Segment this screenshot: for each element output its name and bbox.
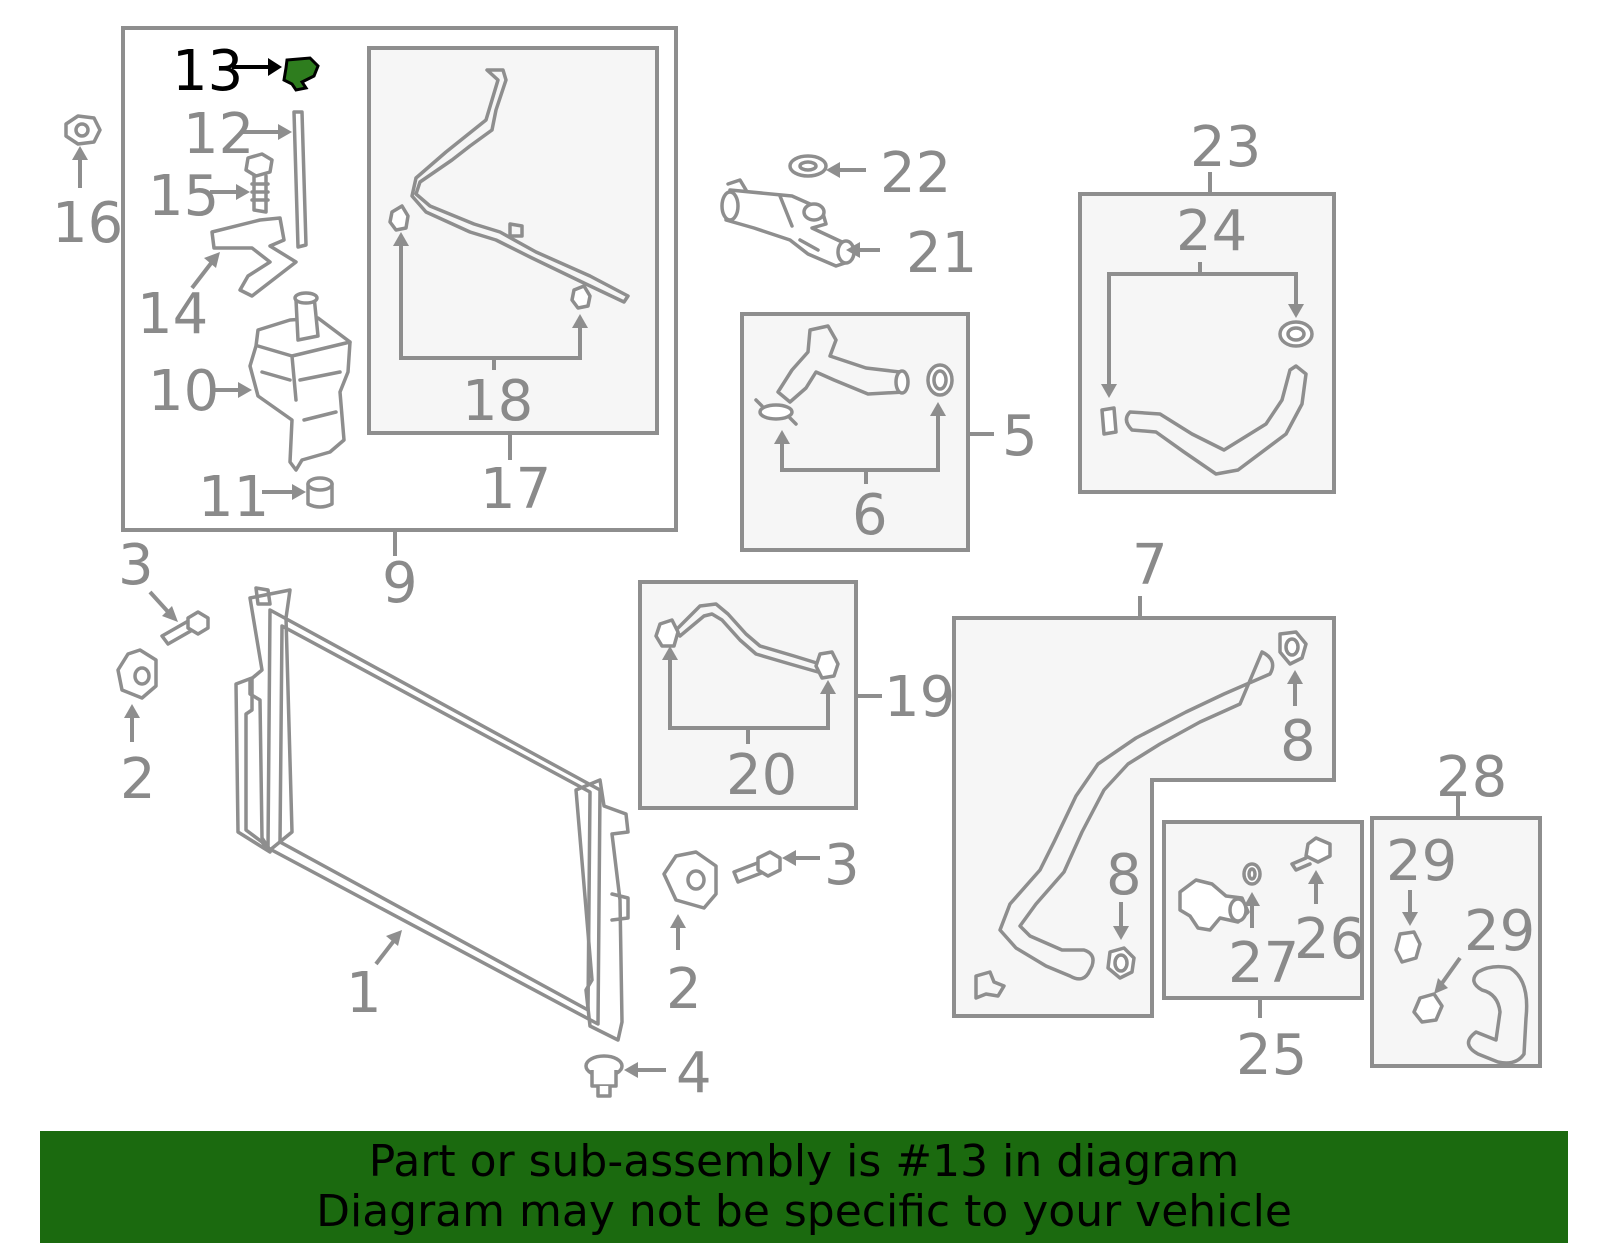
clamp-part-8a	[1278, 630, 1308, 666]
clip-part-18a	[388, 204, 410, 232]
callout-18: 18	[462, 369, 533, 434]
bolt-part-15	[244, 152, 274, 214]
hose-part-28	[1466, 964, 1529, 1065]
callout-19: 19	[884, 665, 955, 730]
clamp-part-29a	[1394, 930, 1422, 964]
clip-part-18b	[570, 284, 592, 310]
hose-part-23	[1124, 364, 1308, 476]
clamp-part-6b	[926, 363, 954, 397]
thermostat-housing-part-25	[1178, 878, 1250, 932]
info-banner: Part or sub-assembly is #13 in diagram D…	[40, 1131, 1568, 1243]
gasket-part-22	[788, 154, 828, 178]
callout-13: 13	[172, 39, 243, 104]
clip-part-20a	[654, 618, 680, 648]
banner-line-2: Diagram may not be specific to your vehi…	[316, 1186, 1292, 1237]
hose-part-17	[410, 68, 630, 304]
callout-4: 4	[676, 1041, 712, 1106]
callout-5: 5	[1002, 404, 1038, 469]
nut-part-16	[64, 114, 102, 146]
callout-27: 27	[1228, 931, 1299, 996]
callout-17: 17	[480, 457, 551, 522]
group-19-box[interactable]	[638, 580, 858, 810]
hose-part-5	[776, 324, 906, 404]
callout-7: 7	[1132, 533, 1168, 598]
callout-16: 16	[52, 191, 123, 256]
callout-26: 26	[1294, 907, 1365, 972]
callout-29a: 29	[1386, 829, 1457, 894]
rod-part-12	[292, 110, 308, 249]
banner-line-1: Part or sub-assembly is #13 in diagram	[368, 1136, 1240, 1187]
callout-2a: 2	[120, 747, 156, 812]
callout-23: 23	[1190, 115, 1261, 180]
reservoir-part-10	[248, 291, 352, 472]
grommet-part-4	[584, 1054, 624, 1098]
reservoir-cap-part-13[interactable]	[232, 56, 320, 92]
clamp-part-6a	[754, 398, 798, 426]
callout-1: 1	[346, 961, 382, 1026]
callout-14: 14	[137, 282, 208, 347]
bolt-part-3b	[732, 850, 782, 884]
callout-3b: 3	[824, 833, 860, 898]
clamp-part-29b	[1412, 992, 1444, 1024]
clip-part-7	[974, 970, 1006, 1000]
bracket-part-2a	[116, 648, 158, 700]
gasket-part-27	[1242, 862, 1262, 886]
plug-part-11	[306, 476, 334, 509]
callout-15: 15	[148, 164, 219, 229]
bolt-part-26	[1290, 836, 1332, 872]
group-5-box[interactable]	[740, 312, 970, 552]
clamp-part-24b	[1278, 320, 1314, 348]
callout-28: 28	[1436, 745, 1507, 810]
clip-part-20b	[814, 650, 840, 680]
clamp-part-8b	[1106, 946, 1136, 980]
clamp-part-24a	[1100, 406, 1118, 436]
callout-12: 12	[183, 102, 254, 167]
bracket-part-2b	[662, 850, 718, 910]
bracket-part-14	[210, 216, 298, 298]
callout-9: 9	[382, 551, 418, 616]
callout-22: 22	[880, 141, 951, 206]
radiator-part-1	[234, 586, 630, 1042]
bolt-part-3a	[160, 610, 210, 646]
callout-21: 21	[906, 221, 977, 286]
callout-10: 10	[148, 359, 219, 424]
callout-8b: 8	[1106, 843, 1142, 908]
callout-24: 24	[1176, 199, 1247, 264]
callout-2b: 2	[666, 957, 702, 1022]
callout-20: 20	[726, 743, 797, 808]
callout-25: 25	[1236, 1023, 1307, 1088]
group-7-box[interactable]	[952, 616, 1336, 1018]
callout-6: 6	[852, 483, 888, 548]
callout-29b: 29	[1464, 899, 1535, 964]
callout-11: 11	[198, 465, 269, 530]
water-outlet-part-21	[720, 178, 856, 268]
hose-part-7	[998, 650, 1275, 981]
callout-8a: 8	[1280, 709, 1316, 774]
callout-3a: 3	[118, 533, 154, 598]
